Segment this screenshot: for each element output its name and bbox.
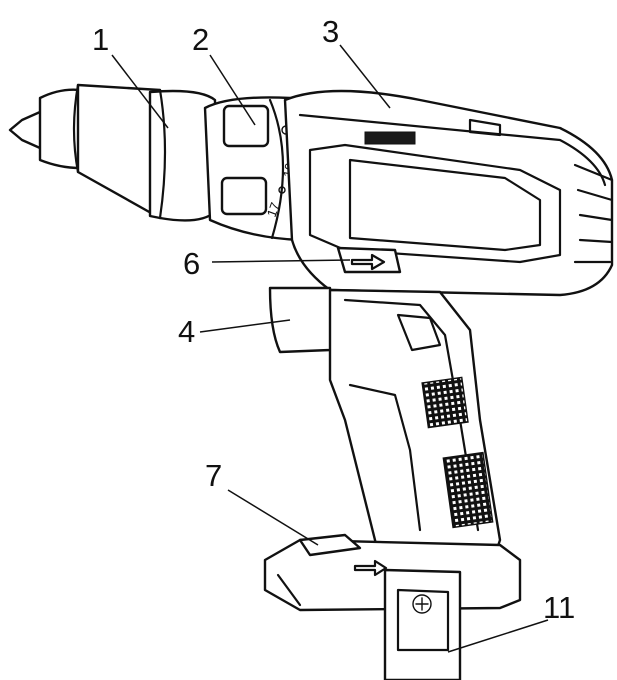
trigger	[268, 286, 334, 354]
callout-11: 11	[543, 590, 575, 625]
callout-labels: 1 2 3 4 6 7 11	[92, 14, 575, 625]
callout-7: 7	[205, 458, 222, 493]
callout-3: 3	[322, 14, 339, 49]
callout-6: 6	[183, 246, 200, 281]
belt-clip	[383, 568, 462, 680]
dial-marking-17: 17	[264, 200, 283, 219]
handle	[328, 288, 502, 562]
chuck	[8, 83, 217, 222]
callout-4: 4	[178, 314, 195, 349]
housing	[283, 89, 614, 297]
callout-2: 2	[192, 22, 209, 57]
direction-switch	[336, 246, 402, 274]
callout-1: 1	[92, 22, 109, 57]
leader-lines	[111, 44, 549, 653]
